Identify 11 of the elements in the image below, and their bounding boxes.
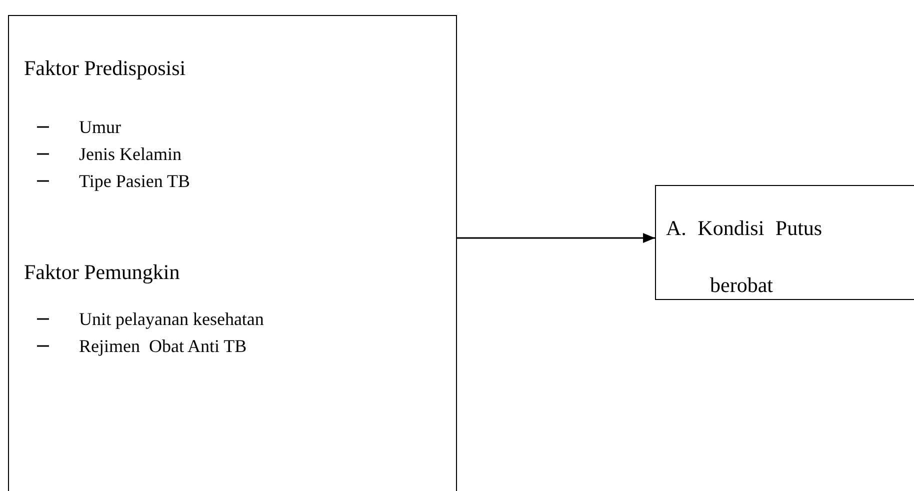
- list-item: Jenis Kelamin: [79, 143, 182, 165]
- list-item: Unit pelayanan kesehatan: [79, 308, 264, 330]
- arrow: [457, 233, 655, 243]
- section-heading: Faktor Predisposisi: [24, 56, 186, 80]
- list-item: Rejimen Obat Anti TB: [79, 335, 247, 357]
- outcome-box: [655, 185, 914, 300]
- section-heading: Faktor Pemungkin: [24, 260, 180, 284]
- outcome-text: A. Kondisi Putus berobat: [666, 215, 824, 299]
- factor-box: [8, 15, 457, 491]
- list-item: Tipe Pasien TB: [79, 170, 190, 192]
- list-item: Umur: [79, 116, 121, 138]
